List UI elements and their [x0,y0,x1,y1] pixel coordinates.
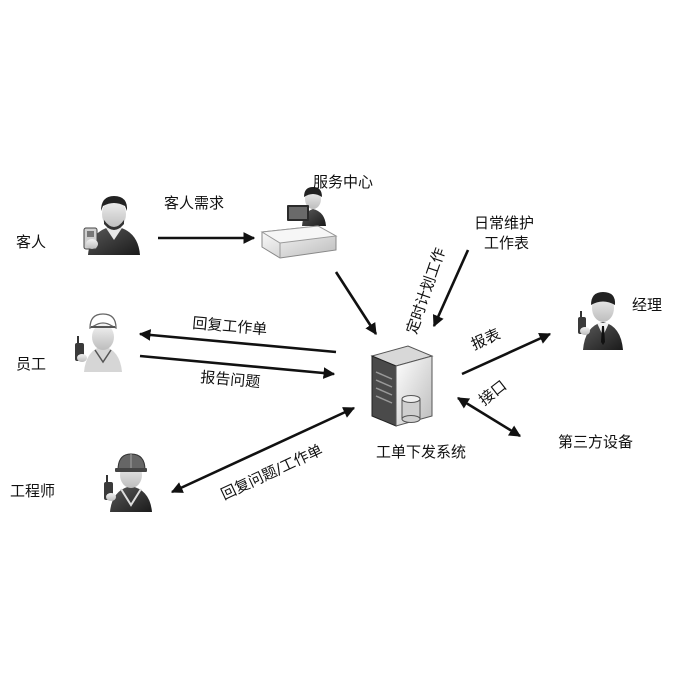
engineer-icon [104,453,152,512]
node-label-third-party: 第三方设备 [558,433,633,451]
edge-label-reply-problem-work-order: 回复问题/工作单 [218,441,325,504]
node-label-maintenance-line1: 日常维护 [474,214,534,232]
node-label-customer: 客人 [16,233,46,251]
node-label-maintenance-line2: 工作表 [484,234,529,252]
edge-label-reply-work-order: 回复工作单 [192,314,268,338]
node-label-engineer: 工程师 [10,482,55,500]
arrow-reply-work-order [138,329,337,354]
edge-label-scheduled-plan: 定时计划工作 [403,245,449,336]
arrow-report [461,332,552,376]
server-icon [370,345,434,427]
customer-icon [83,196,140,255]
arrow-report-problem [139,354,336,379]
node-label-system: 工单下发系统 [376,443,466,461]
node-label-employee: 员工 [16,355,46,373]
employee-icon [75,313,122,372]
edge-label-report-problem: 报告问题 [200,368,261,391]
edge-label-interface: 接口 [475,376,510,409]
node-label-manager: 经理 [632,296,662,314]
edge-label-customer-request: 客人需求 [164,194,224,212]
arrow-interface [457,396,521,438]
node-label-service-center: 服务中心 [313,173,373,191]
arrow-reply-problem-work-order [170,406,356,494]
edge-label-report: 报表 [468,325,503,354]
manager-icon [578,292,623,350]
service-center-icon [260,187,338,259]
arrow-service-to-system [334,271,378,335]
arrow-maintenance-to-system [432,249,470,328]
